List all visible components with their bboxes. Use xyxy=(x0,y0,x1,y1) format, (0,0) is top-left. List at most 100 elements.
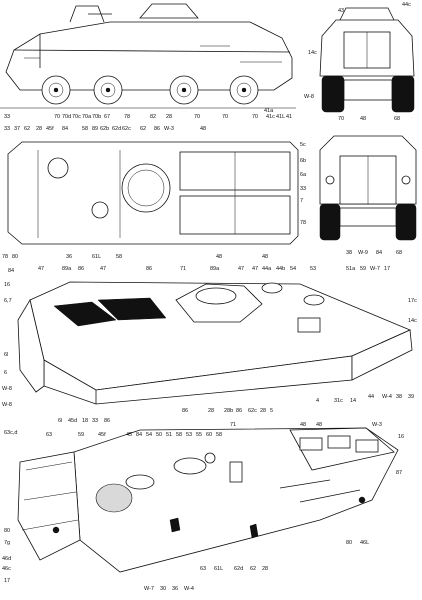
label: 62 xyxy=(250,566,256,572)
label: 80 xyxy=(12,254,18,260)
label: 59 xyxy=(78,432,84,438)
label: W-3 xyxy=(164,126,174,132)
label: 70 xyxy=(54,114,60,120)
label: 6l xyxy=(58,418,62,424)
label: 86 xyxy=(104,418,110,424)
label: 62d xyxy=(234,566,243,572)
label: 53 xyxy=(186,432,192,438)
label: 14c xyxy=(308,50,317,56)
label: 5c xyxy=(300,142,306,148)
label: 45f xyxy=(98,432,106,438)
label: 63 xyxy=(46,432,52,438)
top-hatch-commander xyxy=(91,201,109,219)
label: 41L xyxy=(276,114,285,120)
label: 58 xyxy=(116,254,122,260)
iso-hull-open: 63c,d 63 59 45f 45 84 54 50 51 58 53 55 … xyxy=(2,422,404,592)
label: 41c xyxy=(266,114,275,120)
label: 68 xyxy=(394,116,400,122)
label: 45f xyxy=(46,126,54,132)
label: 38 xyxy=(346,250,352,256)
label: 84 xyxy=(136,432,142,438)
label: 28 xyxy=(262,566,268,572)
iso-hull-front xyxy=(17,298,45,393)
label: 44c xyxy=(402,2,411,8)
iso-cupola-a xyxy=(261,282,283,294)
label: 33 xyxy=(300,186,306,192)
label: 38 xyxy=(396,394,402,400)
label: 78 xyxy=(300,220,306,226)
label: W-8 xyxy=(304,94,314,100)
label: 60 xyxy=(206,432,212,438)
iso-open-box-c xyxy=(355,439,379,453)
iso-open-seat-a xyxy=(173,457,207,475)
label: 86 xyxy=(78,266,84,272)
side-labels: 33 70 70d 70c 70a 70b 67 78 82 28 70 70 … xyxy=(4,108,292,132)
label: 55 xyxy=(196,432,202,438)
label: 86 xyxy=(146,266,152,272)
label: 70b xyxy=(92,114,101,120)
label: 47 xyxy=(38,266,44,272)
label: 62 xyxy=(140,126,146,132)
label: W-7 xyxy=(144,586,154,592)
label: 54 xyxy=(290,266,296,272)
label: 51 xyxy=(166,432,172,438)
label: 62b xyxy=(100,126,109,132)
label: 46d xyxy=(2,556,11,562)
label: 61L xyxy=(214,566,223,572)
label: 36 xyxy=(172,586,178,592)
label: 80 xyxy=(4,528,10,534)
label: 68 xyxy=(396,250,402,256)
top-hatch-driver xyxy=(47,157,69,179)
label: 6,7 xyxy=(4,298,12,304)
label: 70 xyxy=(194,114,200,120)
label: 41 xyxy=(286,114,292,120)
label: 62c xyxy=(248,408,257,414)
front-light-left xyxy=(325,175,335,185)
rear-view: 44c 43 14c W-8 70 48 68 xyxy=(304,2,415,122)
iso-hatch-2 xyxy=(97,297,167,321)
iso-open-box-a xyxy=(299,437,323,451)
label: 89a xyxy=(62,266,72,272)
label: 84 xyxy=(8,268,14,274)
label: 5 xyxy=(270,408,273,414)
side-view: 33 70 70d 70c 70a 70b 67 78 82 28 70 70 … xyxy=(0,3,296,132)
iso-open-seat-b xyxy=(125,474,155,490)
label: 48 xyxy=(216,254,222,260)
label: 16 xyxy=(4,282,10,288)
label: 28 xyxy=(36,126,42,132)
label: 7 xyxy=(300,198,303,204)
label: 28b xyxy=(224,408,233,414)
label: 86 xyxy=(236,408,242,414)
label: 62 xyxy=(24,126,30,132)
label: 48 xyxy=(316,422,322,428)
iso-hull-rear xyxy=(351,329,413,381)
label: 46c xyxy=(2,566,11,572)
label: 33 xyxy=(4,114,10,120)
top-view: 78 80 36 61L 58 48 48 xyxy=(2,141,299,260)
label: 6b xyxy=(300,158,306,164)
label: 28 xyxy=(166,114,172,120)
rear-wheel-left xyxy=(321,75,345,113)
label: 59 xyxy=(360,266,366,272)
label: 61L xyxy=(92,254,101,260)
label: 89a xyxy=(210,266,220,272)
label: 44 xyxy=(368,394,374,400)
label: 53 xyxy=(310,266,316,272)
label: 84 xyxy=(376,250,382,256)
label: 31c xyxy=(334,398,343,404)
label: 50 xyxy=(156,432,162,438)
rear-wheel-right xyxy=(391,75,415,113)
label: 54 xyxy=(146,432,152,438)
label: 84 xyxy=(62,126,68,132)
label: 71 xyxy=(230,422,236,428)
label: 80 xyxy=(346,540,352,546)
label: 48 xyxy=(300,422,306,428)
label: 45 xyxy=(126,432,132,438)
label: 51a xyxy=(346,266,356,272)
label: 44b xyxy=(276,266,285,272)
label: 86 xyxy=(154,126,160,132)
iso-open-fitting xyxy=(204,452,216,464)
label: W-8 xyxy=(2,402,12,408)
label: 28 xyxy=(208,408,214,414)
